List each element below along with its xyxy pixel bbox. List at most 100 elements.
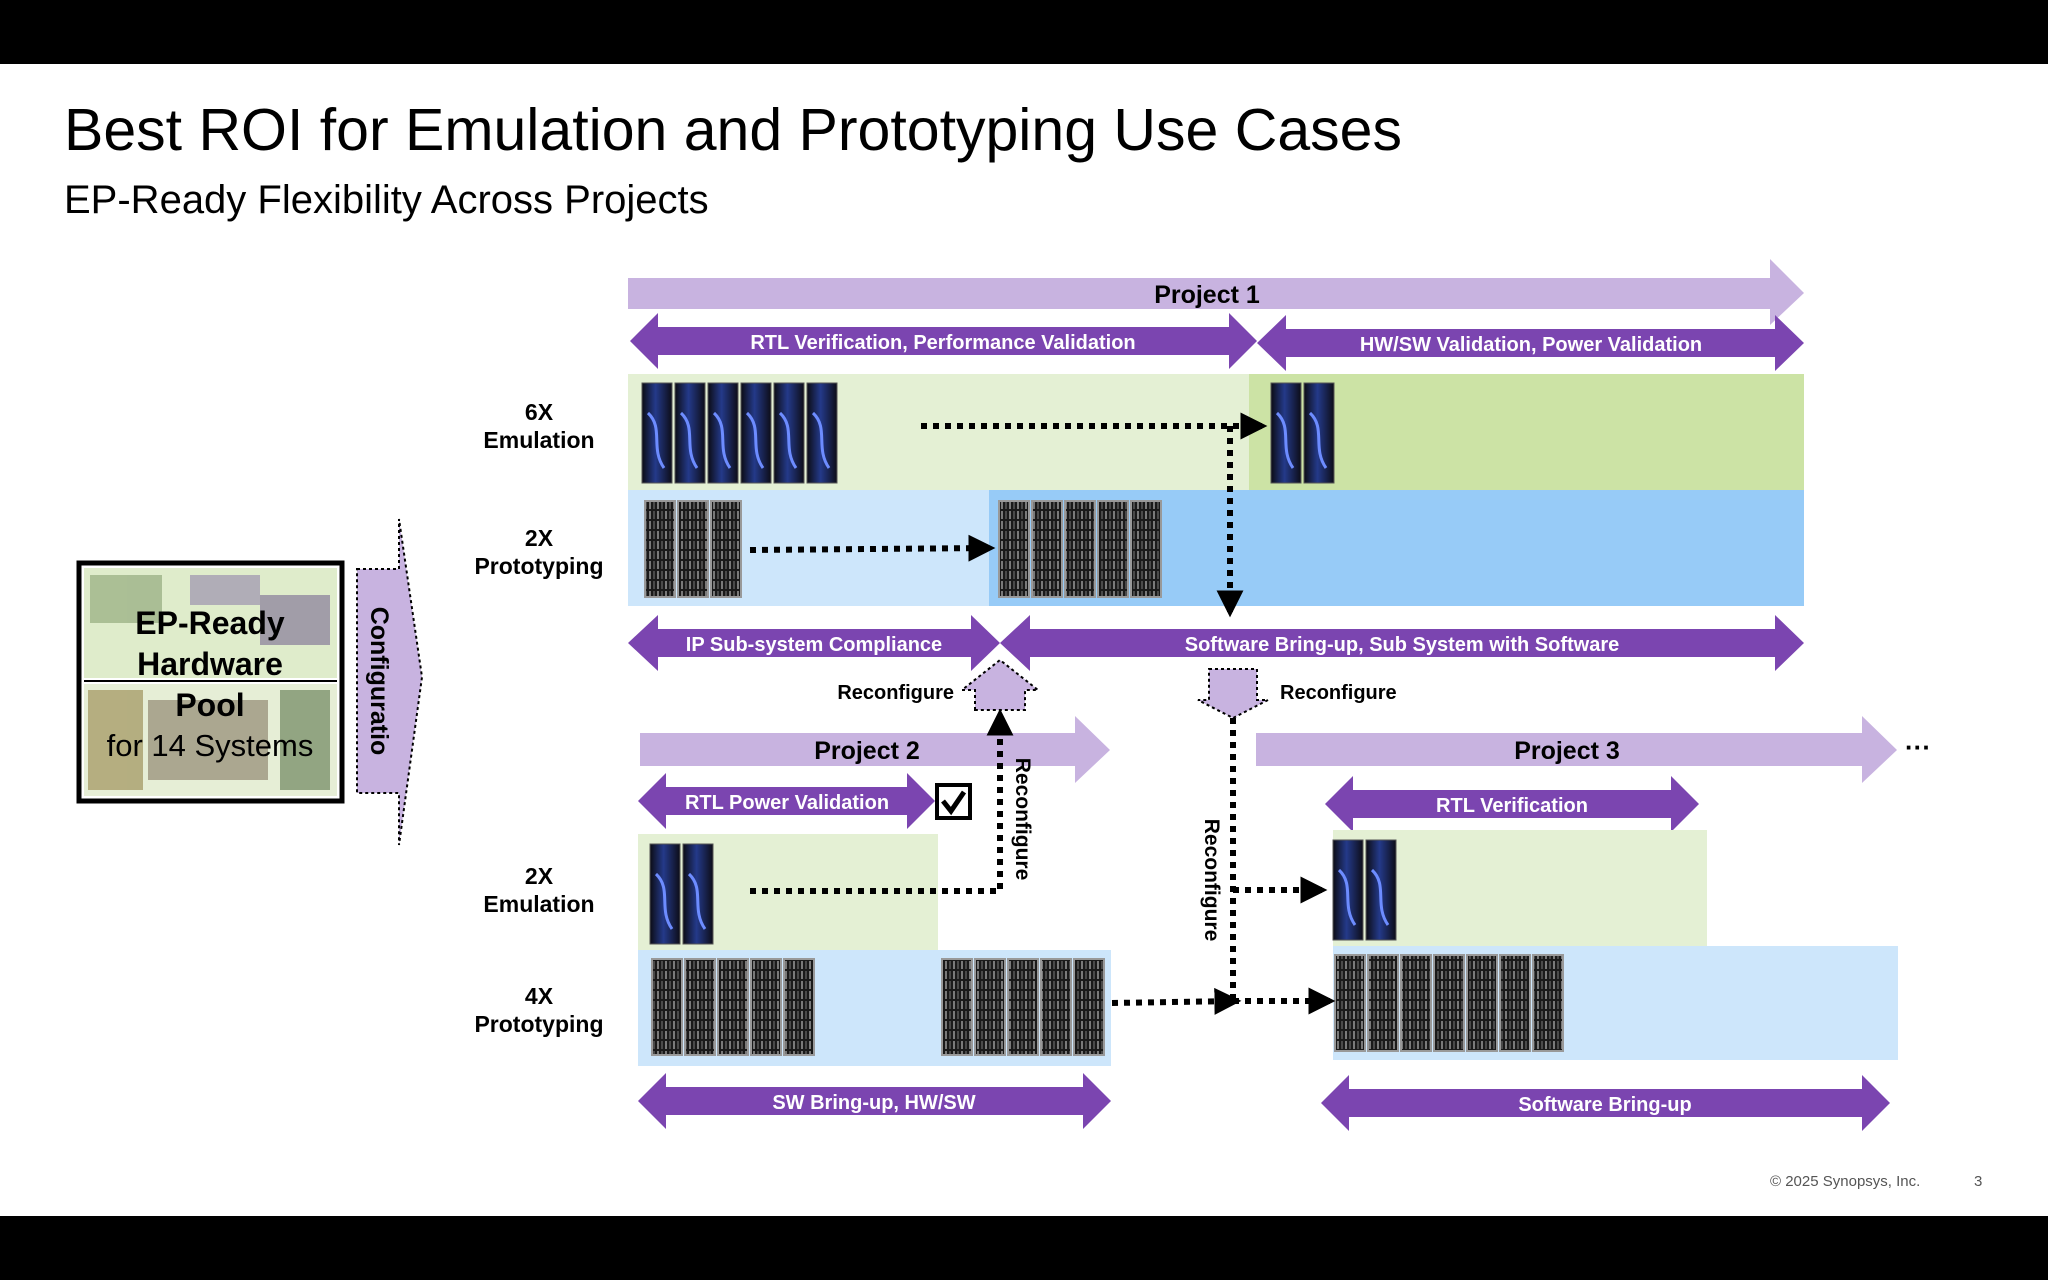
pool-label-line2: Hardware xyxy=(137,646,283,682)
prototyping-rack-icon xyxy=(1400,954,1432,1052)
prototyping-rack-group xyxy=(644,500,742,598)
p1-prototyping-flow xyxy=(749,534,996,562)
prototyping-rack-icon xyxy=(1073,958,1105,1056)
project-1-phase-software-label: Software Bring-up, Sub System with Softw… xyxy=(1185,634,1620,656)
emulator-rack-group xyxy=(1270,382,1335,484)
prototyping-rack-icon xyxy=(1130,500,1162,598)
configuration-arrow xyxy=(356,518,424,846)
project-2-phase-rtl-arrow xyxy=(638,773,935,829)
project-1-title: Project 1 xyxy=(1154,281,1260,309)
project-3-phase-sw-label: Software Bring-up xyxy=(1518,1094,1691,1116)
project-1-phase-rtl-arrow xyxy=(630,313,1257,369)
reconfigure-down-arrow xyxy=(1197,668,1269,720)
row-kind: Emulation xyxy=(483,891,595,917)
project-3-title: Project 3 xyxy=(1514,737,1620,765)
prototyping-rack-group xyxy=(941,958,1105,1056)
project-3-continuation: ··· xyxy=(1905,732,1931,762)
row-count: 2X xyxy=(524,525,554,551)
emulator-rack-group xyxy=(649,843,714,945)
reconfigure-up-arrow xyxy=(959,658,1041,711)
project-1-phase-hwsw-arrow xyxy=(1257,315,1804,371)
prototyping-rack-group xyxy=(998,500,1162,598)
letterbox-bottom xyxy=(0,1216,2048,1280)
page-title: Best ROI for Emulation and Prototyping U… xyxy=(64,97,1402,163)
prototyping-rack-icon xyxy=(1499,954,1531,1052)
row-kind: Emulation xyxy=(483,427,595,453)
project-2-bar xyxy=(640,716,1110,783)
prototyping-rack-icon xyxy=(1040,958,1072,1056)
emulator-unit-icon xyxy=(674,382,706,484)
project-1-bar xyxy=(628,259,1804,325)
project-3-phase-rtl-label: RTL Verification xyxy=(1436,795,1588,817)
prototyping-rack-icon xyxy=(644,500,676,598)
row-kind: Prototyping xyxy=(474,553,604,579)
prototyping-rack-icon xyxy=(651,958,683,1056)
letterbox-top xyxy=(0,0,2048,64)
p2-emulation-row-label: 2X Emulation xyxy=(464,862,614,918)
emulator-unit-icon xyxy=(1303,382,1335,484)
project-1-emulation-lane-active xyxy=(1249,374,1804,490)
project-2-phase-rtl-label: RTL Power Validation xyxy=(685,792,889,814)
emulator-unit-icon xyxy=(1270,382,1302,484)
prototyping-rack-icon xyxy=(783,958,815,1056)
prototyping-rack-icon xyxy=(998,500,1030,598)
row-kind: Prototyping xyxy=(474,1011,604,1037)
emulator-unit-icon xyxy=(707,382,739,484)
hardware-pool xyxy=(76,560,345,804)
footer-copyright: © 2025 Synopsys, Inc. xyxy=(1770,1173,1921,1190)
pool-label-line1: EP-Ready xyxy=(135,605,285,641)
reconfigure-vertical-left: Reconfigure xyxy=(1011,758,1034,881)
row-count: 2X xyxy=(524,863,554,889)
emulator-unit-icon xyxy=(682,843,714,945)
p2-prototyping-row-label: 4X Prototyping xyxy=(464,982,614,1038)
project-3-phase-sw-arrow xyxy=(1321,1075,1890,1131)
project-2-phase-sw-label: SW Bring-up, HW/SW xyxy=(772,1092,975,1114)
emulator-unit-icon xyxy=(649,843,681,945)
prototyping-rack-icon xyxy=(677,500,709,598)
prototyping-rack-icon xyxy=(1064,500,1096,598)
checkbox-checked xyxy=(935,783,972,820)
prototyping-rack-icon xyxy=(1007,958,1039,1056)
emulator-unit-icon xyxy=(641,382,673,484)
prototyping-rack-icon xyxy=(1367,954,1399,1052)
emulator-unit-icon xyxy=(773,382,805,484)
project-2-phase-sw-arrow xyxy=(638,1073,1111,1129)
prototyping-rack-icon xyxy=(1433,954,1465,1052)
p1-emulation-row-label: 6X Emulation xyxy=(464,398,614,454)
project-1-phase-rtl-label: RTL Verification, Performance Validation xyxy=(750,332,1135,354)
emulator-unit-icon xyxy=(806,382,838,484)
row-count: 4X xyxy=(524,983,554,1009)
prototyping-rack-icon xyxy=(974,958,1006,1056)
project-1-phase-hwsw-label: HW/SW Validation, Power Validation xyxy=(1360,334,1702,356)
prototyping-rack-group xyxy=(1334,954,1564,1052)
prototyping-rack-icon xyxy=(1466,954,1498,1052)
project-3-phase-rtl-arrow xyxy=(1325,776,1699,832)
prototyping-rack-icon xyxy=(717,958,749,1056)
row-count: 6X xyxy=(524,399,554,425)
page-subtitle: EP-Ready Flexibility Across Projects xyxy=(64,178,709,222)
emulator-unit-icon xyxy=(1332,839,1364,941)
pool-label-line3: Pool xyxy=(175,687,244,723)
prototyping-rack-icon xyxy=(941,958,973,1056)
prototyping-rack-icon xyxy=(1532,954,1564,1052)
prototyping-rack-icon xyxy=(710,500,742,598)
pool-label-line4: for 14 Systems xyxy=(107,728,314,763)
p1-prototyping-row-label: 2X Prototyping xyxy=(464,524,614,580)
prototyping-rack-icon xyxy=(1334,954,1366,1052)
configuration-label: Configuratio xyxy=(365,607,393,756)
emulator-unit-icon xyxy=(740,382,772,484)
p3-reconfigure-flow xyxy=(1111,718,1336,1015)
project-3-bar xyxy=(1256,716,1897,783)
prototyping-rack-icon xyxy=(1097,500,1129,598)
emulator-unit-icon xyxy=(1365,839,1397,941)
reconfigure-left-label: Reconfigure xyxy=(837,682,954,704)
project-2-title: Project 2 xyxy=(814,737,920,765)
reconfigure-vertical-right: Reconfigure xyxy=(1200,819,1223,942)
prototyping-rack-icon xyxy=(750,958,782,1056)
emulator-rack-group xyxy=(641,382,838,484)
project-1-phase-ip-label: IP Sub-system Compliance xyxy=(686,634,942,656)
project-1-phase-software-arrow xyxy=(1000,615,1804,671)
project-1-phase-ip-arrow xyxy=(628,615,1000,671)
prototyping-rack-icon xyxy=(1031,500,1063,598)
